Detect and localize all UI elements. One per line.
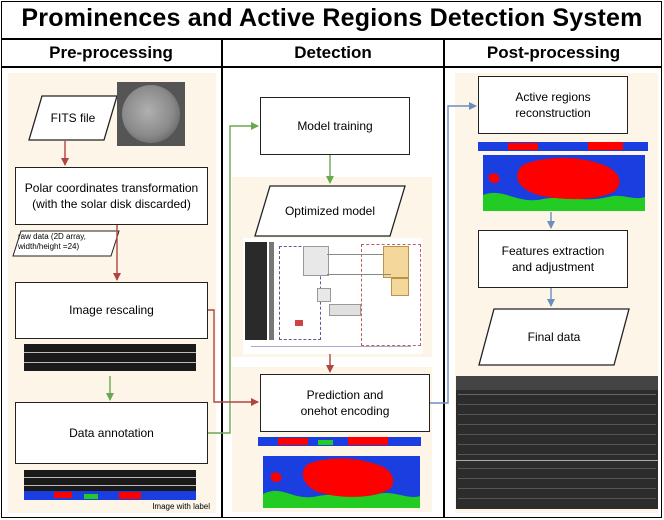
features-line2: and adjustment	[511, 260, 595, 274]
sun-image-frame	[117, 82, 185, 146]
diagram-title: Prominences and Active Regions Detection…	[21, 4, 643, 32]
final-data-label: Final data	[527, 330, 581, 344]
ar-strip	[478, 142, 648, 151]
raw-data-parallelogram	[12, 230, 120, 257]
prediction-line2: onehot encoding	[300, 404, 390, 418]
raw-data-label: raw data (2D array, width/height =24)	[18, 232, 114, 253]
fits-file-box	[28, 95, 118, 141]
polar-transform-line2: (with the solar disk discarded)	[32, 197, 191, 211]
column-divider-1	[221, 38, 223, 518]
title-divider	[1, 38, 662, 40]
model-training-box: Model training	[260, 97, 410, 155]
header-divider	[1, 66, 662, 68]
polar-transform-line1: Polar coordinates transformation	[24, 180, 199, 195]
arrow-annotation-to-training	[208, 122, 259, 434]
raw-data-line2: width/height =24)	[18, 242, 80, 252]
features-line1: Features extraction	[501, 243, 605, 258]
column-header-detection: Detection	[294, 43, 372, 62]
prediction-strip	[258, 437, 421, 446]
sun-disk-image	[122, 85, 180, 143]
arrow-prediction-to-ar	[430, 102, 477, 404]
image-with-label-caption: Image with label	[152, 502, 210, 511]
prediction-zoom-image	[263, 456, 420, 508]
polar-transform-box: Polar coordinates transformation (with t…	[15, 167, 208, 225]
data-annotation-box: Data annotation	[15, 402, 208, 464]
raw-data-line1: raw data (2D array,	[18, 232, 86, 241]
features-extraction-box: Features extraction and adjustment	[478, 230, 628, 288]
column-header-postprocessing: Post-processing	[486, 43, 621, 62]
labeled-image-strip	[24, 470, 196, 500]
network-architecture-image	[243, 238, 423, 354]
rescaled-image-strip	[24, 344, 196, 371]
column-header-preprocessing: Pre-processing	[49, 43, 173, 62]
optimized-model-label: Optimized model	[284, 204, 376, 218]
column-divider-2	[443, 38, 445, 518]
ar-zoom-image	[483, 155, 645, 211]
arrow-rescale-to-prediction	[208, 309, 259, 406]
prediction-encoding-box: Prediction and onehot encoding	[260, 374, 430, 432]
image-rescaling-box: Image rescaling	[15, 282, 208, 339]
ar-reconstruction-box: Active regions reconstruction	[478, 76, 628, 134]
fits-file-label: FITS file	[50, 111, 96, 125]
final-data-box	[478, 308, 630, 366]
prediction-line1: Prediction and	[306, 387, 384, 402]
optimized-model-box	[254, 185, 406, 237]
final-data-table-image	[456, 376, 658, 509]
